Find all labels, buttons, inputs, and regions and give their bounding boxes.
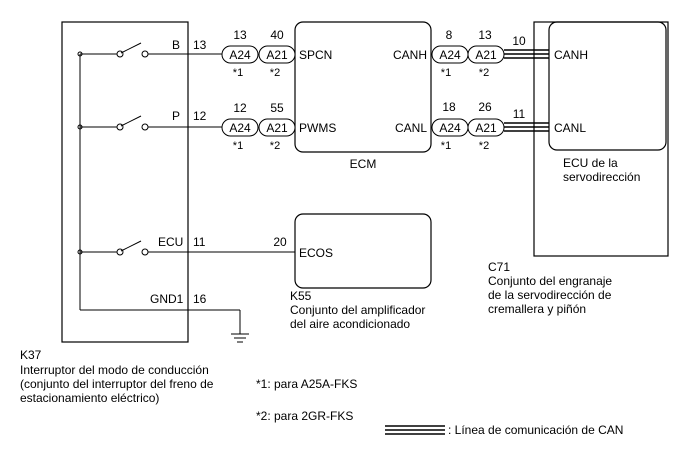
c71-code: C71 <box>488 260 510 274</box>
k37-pin-ecu: ECU <box>158 235 183 249</box>
pwms-note2: *2 <box>270 140 280 152</box>
canl-a21-num: 26 <box>478 100 492 114</box>
pwms-a24: A24 <box>229 121 251 135</box>
spcn-a24-num: 13 <box>233 28 247 42</box>
pwms-a21: A21 <box>266 121 288 135</box>
canl-note1: *1 <box>441 140 451 152</box>
canl-a24: A24 <box>439 121 461 135</box>
k55-desc-line2: del aire acondicionado <box>290 317 410 331</box>
k37-box <box>61 21 189 343</box>
k37-pin-gnd-num: 16 <box>193 292 207 306</box>
connector-canh: 8 13 A24 A21 *1 *2 <box>431 28 505 79</box>
switch-b <box>77 42 222 58</box>
canh-note1: *1 <box>441 67 451 79</box>
switch-p <box>77 115 222 131</box>
k37-switch: B 13 P 12 ECU 11 GND1 16 K37 Interruptor… <box>20 21 295 405</box>
c71-desc-line1: Conjunto del engranaje <box>488 274 612 288</box>
canh-a21: A21 <box>475 48 497 62</box>
k55-ac-amplifier: 20 ECOS K55 Conjunto del amplificador de… <box>273 213 432 331</box>
k55-code: K55 <box>290 289 312 303</box>
canh-a24: A24 <box>439 48 461 62</box>
ecm-pin-pwms: PWMS <box>299 121 336 135</box>
ground-icon <box>231 333 249 343</box>
ecm: SPCN PWMS CANH CANL ECM <box>294 21 432 171</box>
canh-a21-num: 13 <box>478 28 492 42</box>
k37-desc-line3: estacionamiento eléctrico) <box>20 391 159 405</box>
k37-pin-gnd: GND1 <box>150 292 184 306</box>
c71-desc-line2: de la servodirección de <box>488 288 612 302</box>
k37-pin-p-num: 12 <box>193 109 207 123</box>
c71-ecu-box <box>548 21 667 151</box>
pwms-a24-num: 12 <box>233 101 247 115</box>
pwms-note1: *1 <box>233 140 243 152</box>
ecm-box <box>294 21 432 153</box>
k37-pin-b-num: 13 <box>193 38 207 52</box>
connector-spcn: 13 40 A24 A21 *1 *2 <box>221 28 296 79</box>
c71-pin-num-canl: 11 <box>513 107 526 121</box>
canh-note2: *2 <box>479 67 489 79</box>
note-2gr: *2: para 2GR-FKS <box>256 409 353 423</box>
c71-ecu-label-line1: ECU de la <box>563 156 618 170</box>
canh-a24-num: 8 <box>446 28 453 42</box>
k37-code: K37 <box>20 348 42 362</box>
k37-pin-p: P <box>172 109 180 123</box>
k55-box <box>294 213 432 289</box>
canl-a24-num: 18 <box>442 100 456 114</box>
spcn-a21-num: 40 <box>270 28 284 42</box>
canl-note2: *2 <box>479 140 489 152</box>
c71-pin-canh: CANH <box>554 48 588 62</box>
k55-pin-ecos: ECOS <box>299 246 333 260</box>
note-a25a: *1: para A25A-FKS <box>256 377 357 391</box>
k37-desc-line2: (conjunto del interruptor del freno de <box>20 377 214 391</box>
can-bus-low <box>504 122 549 132</box>
connector-pwms: 12 55 A24 A21 *1 *2 <box>221 101 296 152</box>
k37-pin-ecu-num: 11 <box>193 235 206 249</box>
legend-text: : Línea de comunicación de CAN <box>448 423 623 437</box>
pwms-a21-num: 55 <box>270 101 284 115</box>
c71-pin-canl: CANL <box>554 121 586 135</box>
canl-a21: A21 <box>475 121 497 135</box>
switch-ecu <box>77 240 295 256</box>
ecm-pin-canl: CANL <box>395 121 427 135</box>
spcn-a24: A24 <box>229 48 251 62</box>
spcn-note2: *2 <box>270 67 280 79</box>
c71-power-steering: 10 11 CANH CANL ECU de la servodirección… <box>488 21 669 316</box>
k37-desc-line1: Interruptor del modo de conducción <box>20 363 209 377</box>
spcn-a21: A21 <box>266 48 288 62</box>
c71-pin-num-canh: 10 <box>512 34 526 48</box>
ecm-pin-canh: CANH <box>393 48 427 62</box>
c71-desc-line3: cremallera y piñón <box>488 302 586 316</box>
k55-pin-num: 20 <box>273 235 287 249</box>
k37-pin-b: B <box>172 38 180 52</box>
spcn-note1: *1 <box>233 67 243 79</box>
k55-desc-line1: Conjunto del amplificador <box>290 303 425 317</box>
connector-canl: 18 26 A24 A21 *1 *2 <box>431 100 505 152</box>
c71-ecu-label-line2: servodirección <box>563 170 640 184</box>
ecm-label: ECM <box>350 157 377 171</box>
ecm-pin-spcn: SPCN <box>299 48 332 62</box>
can-line-legend: : Línea de comunicación de CAN <box>385 423 623 437</box>
can-bus-high <box>504 49 549 59</box>
